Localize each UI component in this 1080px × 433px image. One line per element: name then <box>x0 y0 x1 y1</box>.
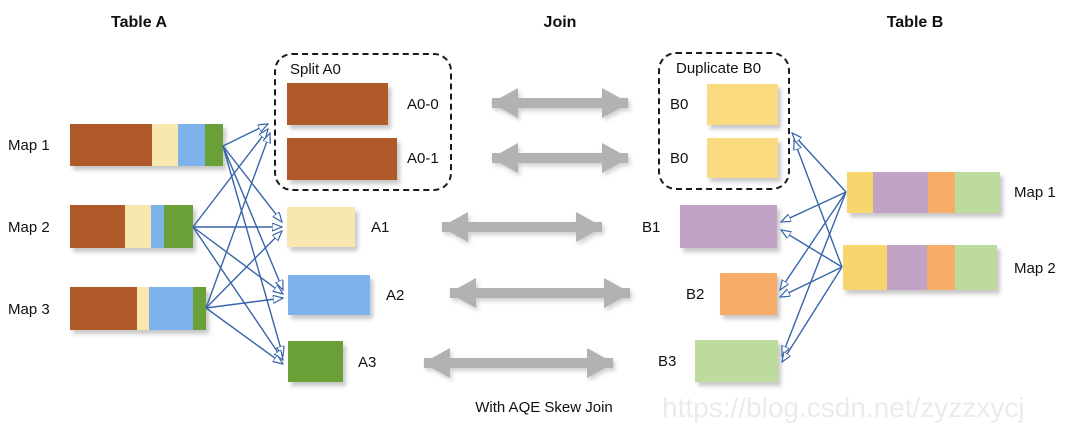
bar-segment-cream <box>125 205 151 248</box>
duplicate-b0-box <box>658 52 790 190</box>
shuffle-line <box>781 230 843 268</box>
bar-segment-green <box>193 287 206 330</box>
partition-a1-label: A1 <box>371 219 390 236</box>
bar-segment-purple <box>887 245 927 290</box>
shuffle-line <box>222 124 268 147</box>
shuffle-line <box>780 191 847 290</box>
partition-a1-block <box>287 207 355 247</box>
bar-segment-light_green <box>955 172 1000 213</box>
partition-b0-2-block <box>707 138 778 178</box>
partition-b2-label: B2 <box>686 286 705 303</box>
join-title: Join <box>543 14 577 31</box>
map1-left-bar <box>70 124 223 166</box>
partition-a3-block <box>288 341 343 382</box>
partition-a2-label: A2 <box>386 287 405 304</box>
partition-b0-1-block <box>707 84 778 125</box>
shuffle-line <box>205 298 283 309</box>
shuffle-line <box>781 191 847 222</box>
partition-b0-2-label: B0 <box>670 150 689 167</box>
bar-segment-cream <box>137 287 149 330</box>
bar-segment-green <box>205 124 223 166</box>
partition-a3-label: A3 <box>358 354 377 371</box>
bar-segment-green <box>164 205 193 248</box>
partition-b3-block <box>695 340 778 382</box>
shuffle-line <box>780 266 843 297</box>
bar-segment-sky <box>149 287 193 330</box>
shuffle-line <box>205 307 283 364</box>
bar-segment-light_green <box>955 245 997 290</box>
map3-left-bar <box>70 287 206 330</box>
bar-segment-brown <box>70 205 125 248</box>
partition-a0-1-label: A0-1 <box>407 150 439 167</box>
shuffle-line <box>192 226 283 360</box>
map1-right-label: Map 1 <box>1014 184 1056 201</box>
caption: With AQE Skew Join <box>475 399 613 416</box>
partition-b1-block <box>680 205 777 248</box>
bar-segment-sky <box>151 205 164 248</box>
bar-segment-bar_yellow <box>847 172 873 213</box>
partition-b1-label: B1 <box>642 219 661 236</box>
map1-right-bar <box>847 172 1000 213</box>
partition-a0-0-block <box>287 83 388 125</box>
partition-a0-1-block <box>287 138 397 180</box>
partition-a0-0-label: A0-0 <box>407 96 439 113</box>
bar-segment-purple <box>873 172 928 213</box>
shuffle-line <box>205 231 282 309</box>
bar-segment-orange <box>927 245 955 290</box>
split-a0-box-label: Split A0 <box>290 61 341 78</box>
bar-segment-brown <box>70 287 137 330</box>
shuffle-line <box>782 191 847 356</box>
split-a0-box <box>274 53 452 191</box>
map2-right-bar <box>843 245 997 290</box>
bar-segment-brown <box>70 124 152 166</box>
partition-a2-block <box>288 275 370 315</box>
shuffle-line <box>192 226 283 294</box>
bar-segment-sky <box>178 124 205 166</box>
partition-b2-block <box>720 273 777 315</box>
join-arrows <box>422 88 632 378</box>
map2-left-label: Map 2 <box>8 219 50 236</box>
duplicate-b0-box-label: Duplicate B0 <box>676 60 762 77</box>
shuffle-line <box>792 133 847 193</box>
shuffle-line <box>794 140 843 268</box>
table-a-title: Table A <box>110 14 167 31</box>
partition-b0-1-label: B0 <box>670 96 689 113</box>
partition-b3-label: B3 <box>658 353 677 370</box>
bar-segment-cream <box>152 124 178 166</box>
map2-right-label: Map 2 <box>1014 260 1056 277</box>
bar-segment-orange <box>928 172 955 213</box>
bar-segment-bar_yellow <box>843 245 887 290</box>
shuffle-line <box>782 266 843 362</box>
table-b-title: Table B <box>886 14 944 31</box>
map1-left-label: Map 1 <box>8 137 50 154</box>
watermark: https://blog.csdn.net/zyzzxycj <box>662 392 1025 423</box>
map3-left-label: Map 3 <box>8 301 50 318</box>
map2-left-bar <box>70 205 193 248</box>
